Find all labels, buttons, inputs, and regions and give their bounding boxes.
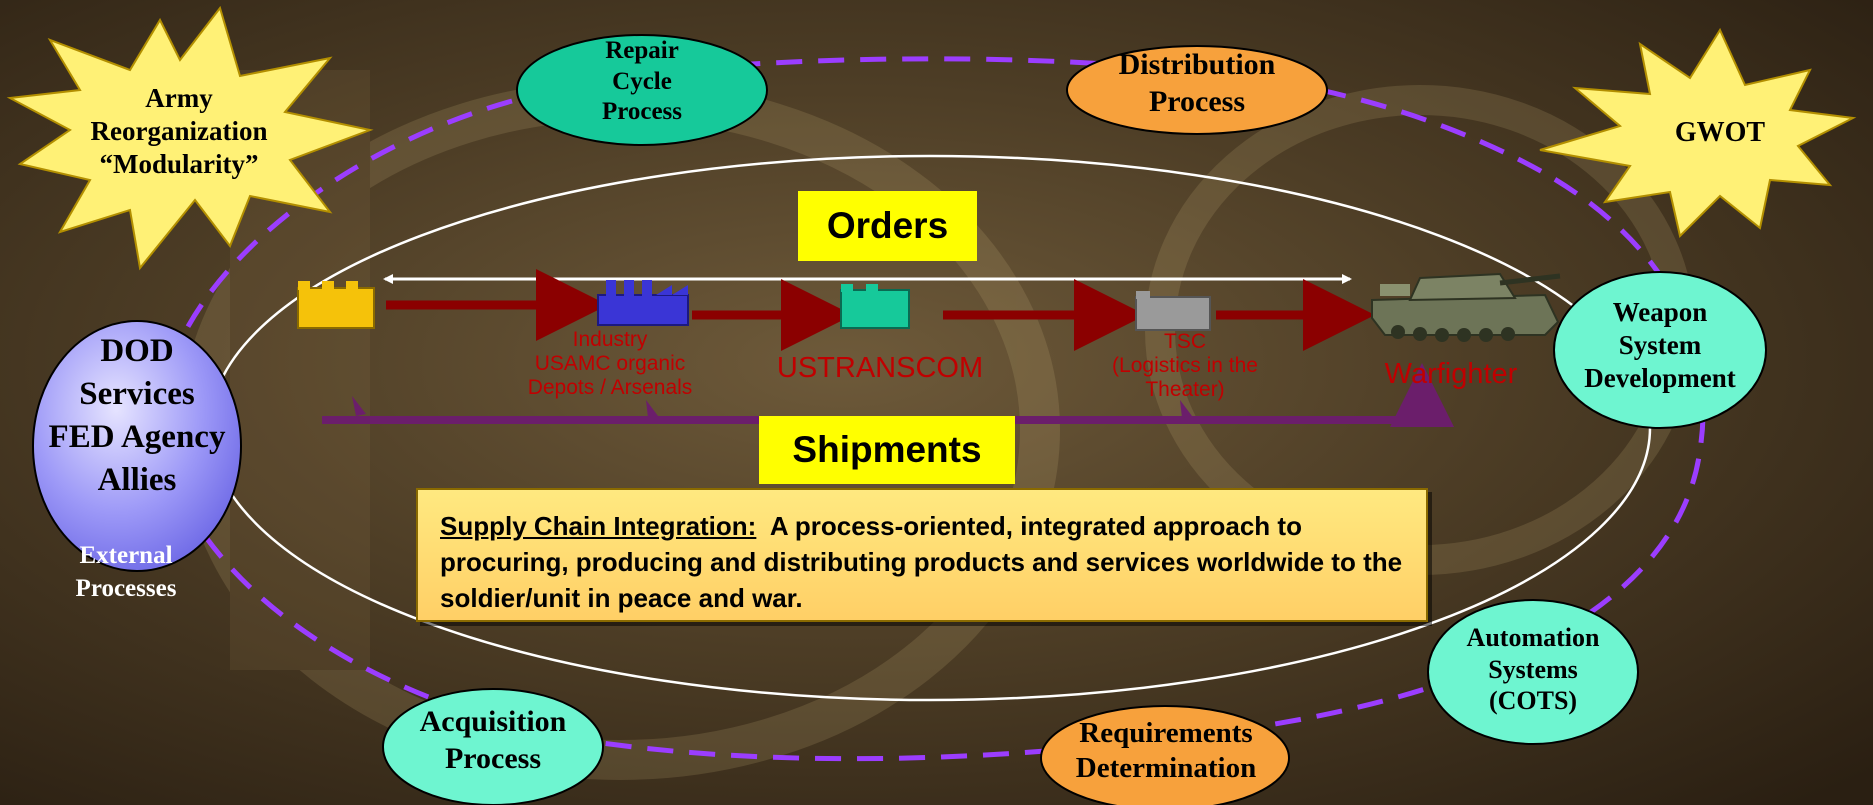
orders-label-box: Orders xyxy=(798,191,977,261)
repair-cycle-line-2: Cycle xyxy=(612,67,672,95)
tank-icon xyxy=(1371,272,1561,342)
dod-line-1: DOD xyxy=(100,333,174,369)
factory-icon xyxy=(597,280,689,326)
tsc-node-label: TSC (Logistics in the Theater) xyxy=(1080,330,1290,402)
automation-line-2: Systems xyxy=(1488,654,1578,684)
tsc-line-3: Theater) xyxy=(1145,378,1225,402)
warfighter-line-1: Warfighter xyxy=(1384,358,1518,390)
industry-line-2: USAMC organic xyxy=(534,352,686,376)
army-burst-line-3: “Modularity” xyxy=(99,148,259,179)
army-burst-label: Army Reorganization “Modularity” xyxy=(34,82,324,181)
industry-line-1: Industry xyxy=(572,328,648,351)
warehouse-icon xyxy=(840,284,910,329)
acquisition-line-1: Acquisition xyxy=(419,705,567,738)
distribution-label: Distribution Process xyxy=(1067,47,1327,120)
supplier-building-icon xyxy=(297,281,375,329)
shipments-tick-1 xyxy=(352,396,366,416)
dod-line-2: Services xyxy=(79,375,195,412)
dod-line-4: Allies xyxy=(97,461,177,498)
definition-text: A process-oriented, integrated approach … xyxy=(440,511,1403,613)
dod-line-3: FED Agency xyxy=(48,418,226,455)
industry-node-label: Industry USAMC organic Depots / Arsenals xyxy=(500,328,720,400)
shipments-label-box: Shipments xyxy=(759,416,1015,484)
weapon-system-development-node xyxy=(1553,271,1767,429)
shipments-tick-3 xyxy=(1180,400,1192,418)
ustranscom-node-label: USTRANSCOM xyxy=(760,352,1000,385)
distribution-line-2: Process xyxy=(1148,84,1246,118)
automation-systems-node xyxy=(1427,599,1639,745)
army-burst-line-1: Army xyxy=(145,83,213,113)
acquisition-label: Acquisition Process xyxy=(383,704,603,777)
distribution-line-1: Distribution xyxy=(1118,48,1276,81)
repair-cycle-label: Repair Cycle Process xyxy=(532,36,752,128)
requirements-determination-node xyxy=(1040,705,1290,805)
definition-term: Supply Chain Integration: xyxy=(440,511,757,541)
repair-cycle-line-3: Process xyxy=(601,98,683,125)
army-burst-line-2: Reorganization xyxy=(90,115,268,146)
automation-line-3: (COTS) xyxy=(1488,686,1578,716)
distribution-process-node xyxy=(1066,45,1328,135)
automation-line-1: Automation xyxy=(1466,623,1600,652)
dod-node xyxy=(32,320,242,572)
weapon-system-label: Weapon System Development xyxy=(1550,296,1770,395)
gwot-burst-label: GWOT xyxy=(1620,116,1820,150)
tsc-line-1: TSC xyxy=(1164,330,1206,353)
weapon-system-line-2: System xyxy=(1618,329,1702,360)
warfighter-node-label: Warfighter xyxy=(1366,358,1536,391)
industry-line-3: Depots / Arsenals xyxy=(527,376,693,400)
repair-cycle-process-node xyxy=(516,34,768,146)
external-line-1: External xyxy=(79,542,173,569)
acquisition-line-2: Process xyxy=(444,741,542,775)
tsc-line-2: (Logistics in the xyxy=(1112,354,1258,378)
shipments-tick-2 xyxy=(646,400,658,418)
ustranscom-line-1: USTRANSCOM xyxy=(776,352,984,384)
gwot-burst-line-1: GWOT xyxy=(1674,117,1766,148)
weapon-system-line-3: Development xyxy=(1584,362,1736,393)
requirements-label: Requirements Determination xyxy=(1021,716,1311,787)
external-line-2: Processes xyxy=(75,574,177,602)
acquisition-process-node xyxy=(382,688,604,805)
depot-icon xyxy=(1135,291,1211,331)
dod-label: DOD Services FED Agency Allies xyxy=(0,330,274,502)
gwot-starburst xyxy=(1539,27,1857,238)
supply-chain-definition-box: Supply Chain Integration: A process-orie… xyxy=(416,488,1428,622)
automation-label: Automation Systems (COTS) xyxy=(1428,622,1638,717)
requirements-line-1: Requirements xyxy=(1079,717,1253,749)
weapon-system-line-1: Weapon xyxy=(1612,297,1708,327)
repair-cycle-line-1: Repair xyxy=(605,37,679,64)
army-starburst xyxy=(6,5,374,271)
external-processes-label: External Processes xyxy=(46,540,206,605)
requirements-line-2: Determination xyxy=(1075,752,1257,785)
